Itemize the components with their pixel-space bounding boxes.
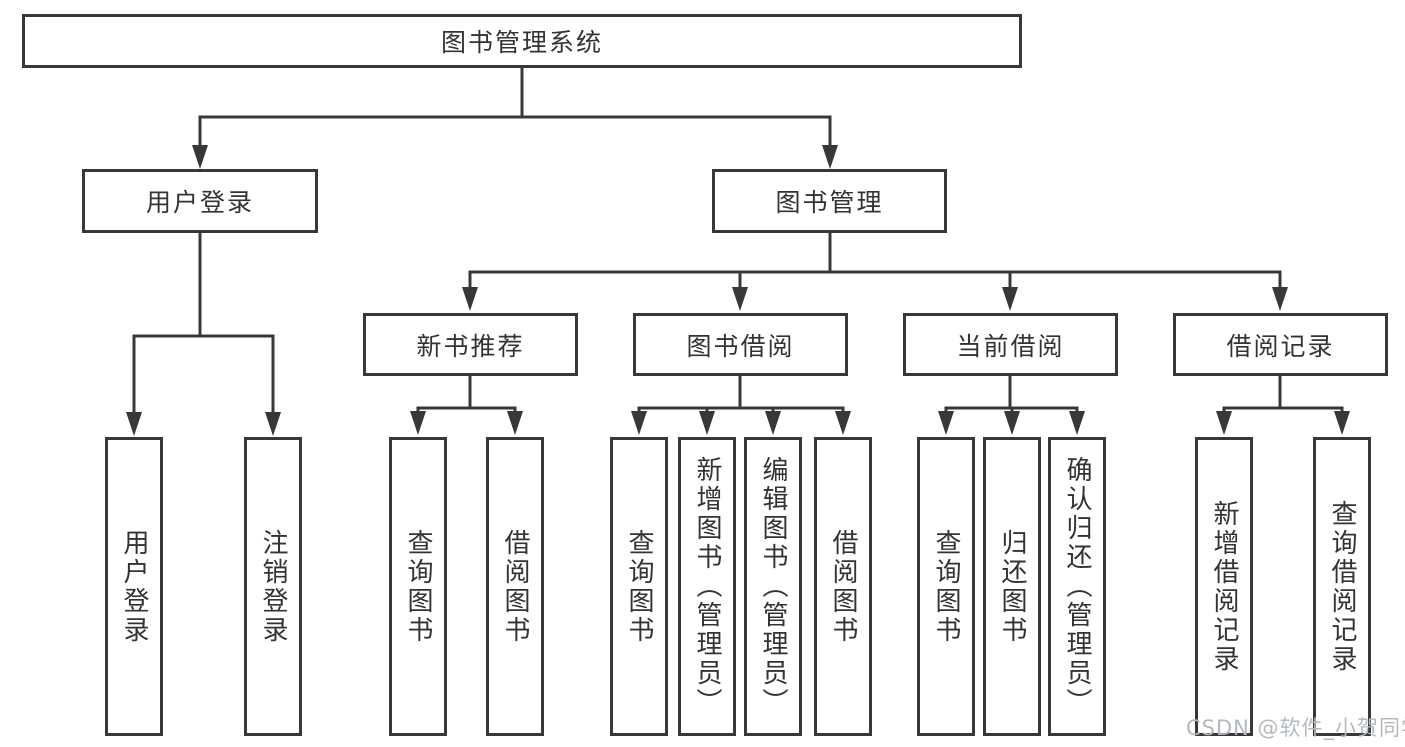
leaf-query-books-current-label: 查询图书 [931, 528, 961, 645]
leaf-query-books-recommend-label: 查询图书 [403, 528, 433, 645]
node-library-management-system: 图书管理系统 [22, 14, 1022, 68]
leaf-return-book: 归还图书 [983, 437, 1041, 736]
leaf-add-borrow-record: 新增借阅记录 [1195, 437, 1253, 736]
leaf-borrow-books-recommend: 借阅图书 [486, 437, 544, 736]
leaf-confirm-return-admin-label: 确认归还（管理员） [1062, 456, 1092, 717]
leaf-confirm-return-admin: 确认归还（管理员） [1048, 437, 1106, 736]
csdn-watermark: CSDN @软件_小贺同学 [1186, 716, 1405, 740]
node-user-login: 用户登录 [82, 169, 318, 233]
node-new-book-recommendation: 新书推荐 [363, 313, 578, 376]
leaf-user-login-label: 用户登录 [119, 528, 149, 645]
arrowhead-icons [126, 145, 1350, 436]
leaf-logout: 注销登录 [244, 437, 302, 736]
tree-edges [132, 68, 1344, 414]
leaf-add-book-admin-label: 新增图书（管理员） [692, 456, 722, 717]
leaf-borrow-books-borrowing-label: 借阅图书 [828, 528, 858, 645]
leaf-logout-label: 注销登录 [258, 528, 288, 645]
leaf-borrow-books-recommend-label: 借阅图书 [500, 528, 530, 645]
leaf-edit-book-admin: 编辑图书（管理员） [744, 437, 802, 736]
leaf-query-books-borrowing-label: 查询图书 [624, 528, 654, 645]
leaf-query-books-current: 查询图书 [917, 437, 975, 736]
leaf-query-borrow-record-label: 查询借阅记录 [1327, 499, 1357, 674]
leaf-add-book-admin: 新增图书（管理员） [678, 437, 736, 736]
leaf-add-borrow-record-label: 新增借阅记录 [1209, 499, 1239, 674]
leaf-edit-book-admin-label: 编辑图书（管理员） [758, 456, 788, 717]
leaf-query-books-borrowing: 查询图书 [610, 437, 668, 736]
leaf-query-borrow-record: 查询借阅记录 [1313, 437, 1371, 736]
node-current-borrowing: 当前借阅 [903, 313, 1118, 376]
leaf-return-book-label: 归还图书 [997, 528, 1027, 645]
node-book-management: 图书管理 [712, 169, 947, 233]
leaf-user-login: 用户登录 [105, 437, 163, 736]
leaf-borrow-books-borrowing: 借阅图书 [814, 437, 872, 736]
node-book-borrowing: 图书借阅 [633, 313, 848, 376]
node-borrowing-records: 借阅记录 [1173, 313, 1388, 376]
leaf-query-books-recommend: 查询图书 [389, 437, 447, 736]
